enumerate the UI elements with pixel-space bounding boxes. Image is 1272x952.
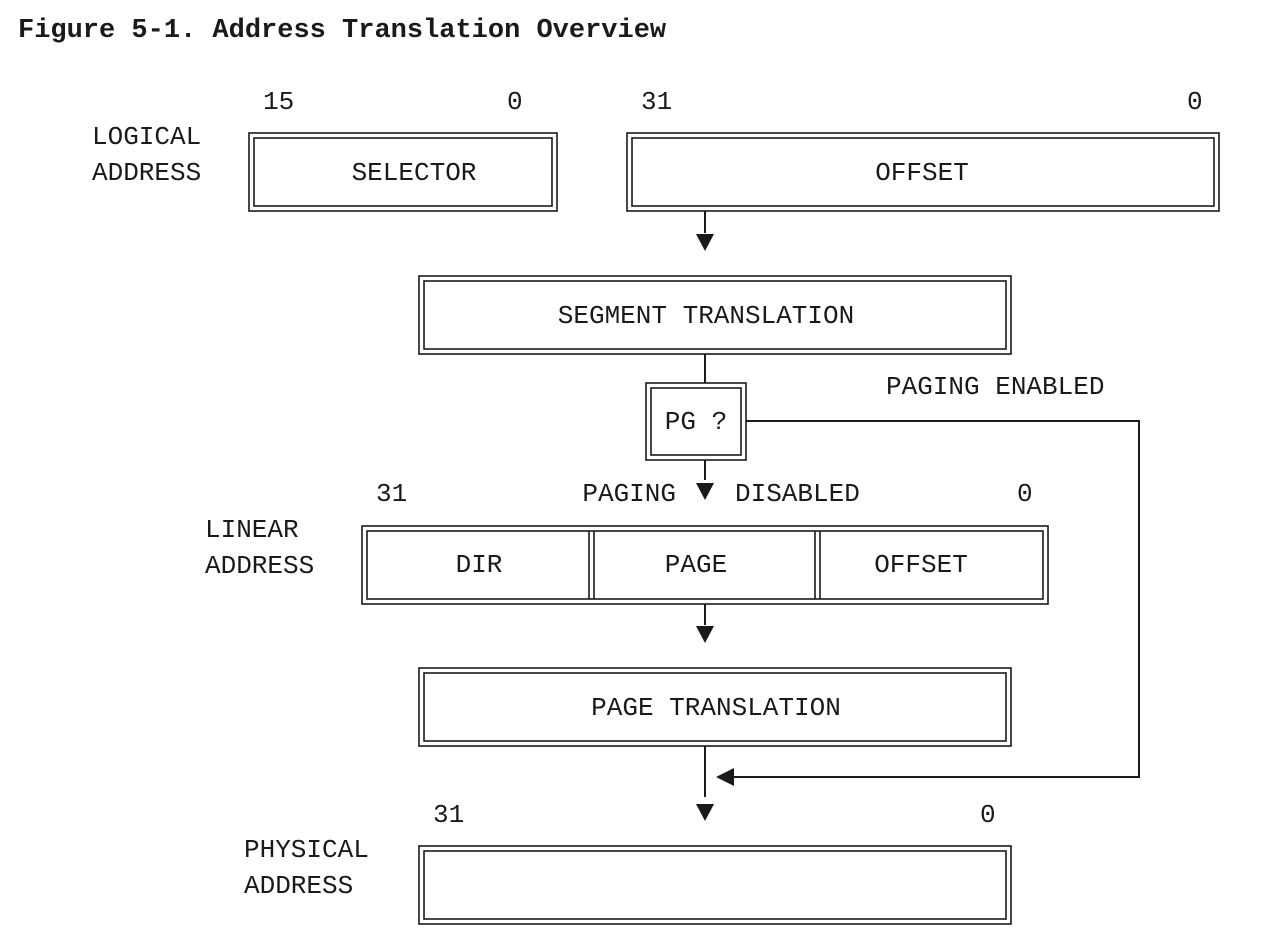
selector-label: SELECTOR: [352, 158, 477, 188]
paging-enabled-bypass-line: [734, 420, 1140, 778]
arrow-left-icon: [716, 768, 734, 786]
logical-address-label-line2: ADDRESS: [92, 158, 201, 188]
arrow-down-icon: [696, 234, 714, 251]
selector-bit-high: 15: [263, 87, 294, 117]
physical-bit-low: 0: [980, 800, 996, 830]
arrow-down-icon: [696, 804, 714, 821]
paging-disabled-label-right: DISABLED: [735, 479, 860, 509]
linear-address-box: [361, 525, 1049, 605]
page-translation-box: [418, 667, 1012, 747]
physical-address-label-line2: ADDRESS: [244, 871, 353, 901]
pg-test-label: PG ?: [665, 407, 727, 437]
linear-field-offset: OFFSET: [874, 550, 968, 580]
physical-bit-high: 31: [433, 800, 464, 830]
offset-bit-low: 0: [1187, 87, 1203, 117]
offset-box: [626, 132, 1220, 212]
figure-title: Figure 5-1. Address Translation Overview: [18, 16, 667, 46]
pg-test-box: [645, 382, 747, 461]
selector-bit-low: 0: [507, 87, 523, 117]
linear-field-page: PAGE: [665, 550, 727, 580]
segment-translation-label: SEGMENT TRANSLATION: [558, 301, 854, 331]
page-translation-label: PAGE TRANSLATION: [591, 693, 841, 723]
paging-enabled-label: PAGING ENABLED: [886, 372, 1104, 402]
linear-address-label-line1: LINEAR: [205, 515, 299, 545]
physical-address-box: [418, 845, 1012, 925]
physical-address-label-line1: PHYSICAL: [244, 835, 369, 865]
linear-field-dir: DIR: [456, 550, 503, 580]
offset-bit-high: 31: [641, 87, 672, 117]
arrow-down-icon: [696, 626, 714, 643]
offset-label: OFFSET: [875, 158, 969, 188]
logical-address-label-line1: LOGICAL: [92, 122, 201, 152]
selector-box: [248, 132, 558, 212]
paging-disabled-label-left: PAGING: [582, 479, 676, 509]
linear-bit-high: 31: [376, 479, 407, 509]
arrow-down-icon: [696, 483, 714, 500]
segment-translation-box: [418, 275, 1012, 355]
linear-bit-low: 0: [1017, 479, 1033, 509]
linear-address-label-line2: ADDRESS: [205, 551, 314, 581]
